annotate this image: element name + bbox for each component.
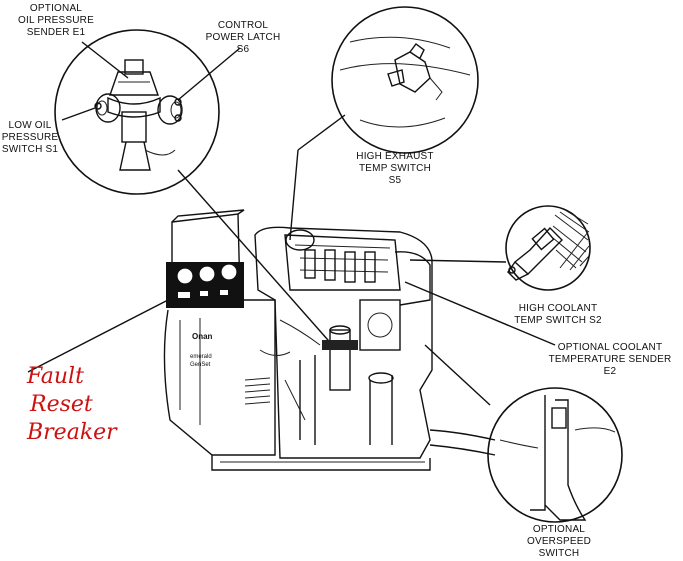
label-high-coolant-temp-switch: HIGH COOLANT TEMP SWITCH S2 (514, 303, 602, 326)
svg-text:HIGH EXHAUST: HIGH EXHAUST (356, 151, 433, 162)
model-label-1: emerald (190, 354, 212, 360)
fault-reset-breaker-annotation: Fault Reset Breaker (26, 364, 118, 445)
exhaust-temp-detail-circle (331, 6, 479, 154)
svg-text:OPTIONAL: OPTIONAL (30, 3, 82, 14)
label-control-power-latch: CONTROL POWER LATCH S6 (206, 20, 281, 55)
label-oil-pressure-sender: OPTIONAL OIL PRESSURE SENDER E1 (18, 3, 94, 38)
svg-text:OPTIONAL: OPTIONAL (533, 524, 585, 535)
svg-text:TEMP SWITCH: TEMP SWITCH (359, 163, 431, 174)
svg-text:TEMP SWITCH S2: TEMP SWITCH S2 (514, 315, 602, 326)
label-overspeed-switch: OPTIONAL OVERSPEED SWITCH (527, 524, 591, 559)
svg-text:OPTIONAL COOLANT: OPTIONAL COOLANT (558, 342, 663, 353)
svg-text:SWITCH S1: SWITCH S1 (2, 144, 58, 155)
generator-set: Onan emerald GenSet (163, 209, 496, 471)
label-low-oil-pressure-switch: LOW OIL PRESSURE SWITCH S1 (2, 120, 59, 155)
annotation-line-2: Reset (29, 392, 93, 417)
coolant-switch-detail-circle (505, 205, 591, 291)
svg-text:HIGH COOLANT: HIGH COOLANT (519, 303, 598, 314)
overspeed-detail-circle (487, 387, 623, 523)
fault-reset-breaker (178, 292, 190, 298)
gauge-right (220, 263, 238, 281)
onan-brand-label: Onan (192, 332, 213, 341)
svg-text:OVERSPEED: OVERSPEED (527, 536, 591, 547)
svg-text:OIL PRESSURE: OIL PRESSURE (18, 15, 94, 26)
svg-text:POWER LATCH: POWER LATCH (206, 32, 281, 43)
svg-text:E2: E2 (604, 366, 617, 377)
svg-text:PRESSURE: PRESSURE (2, 132, 59, 143)
gauge-center (198, 265, 216, 283)
svg-text:LOW OIL: LOW OIL (8, 120, 51, 131)
annotation-line-1: Fault (26, 364, 84, 389)
model-label-2: GenSet (190, 362, 211, 368)
gauge-left (176, 267, 194, 285)
svg-text:TEMPERATURE SENDER: TEMPERATURE SENDER (549, 354, 672, 365)
svg-text:CONTROL: CONTROL (218, 20, 269, 31)
oil-pressure-detail-circle (54, 29, 220, 195)
annotation-line-3: Breaker (26, 420, 118, 445)
label-coolant-temperature-sender: OPTIONAL COOLANT TEMPERATURE SENDER E2 (549, 342, 672, 377)
svg-text:SENDER E1: SENDER E1 (27, 27, 86, 38)
svg-text:SWITCH: SWITCH (539, 548, 580, 559)
svg-text:S5: S5 (389, 175, 402, 186)
svg-text:S6: S6 (237, 44, 250, 55)
label-high-exhaust-temp-switch: HIGH EXHAUST TEMP SWITCH S5 (356, 151, 433, 186)
